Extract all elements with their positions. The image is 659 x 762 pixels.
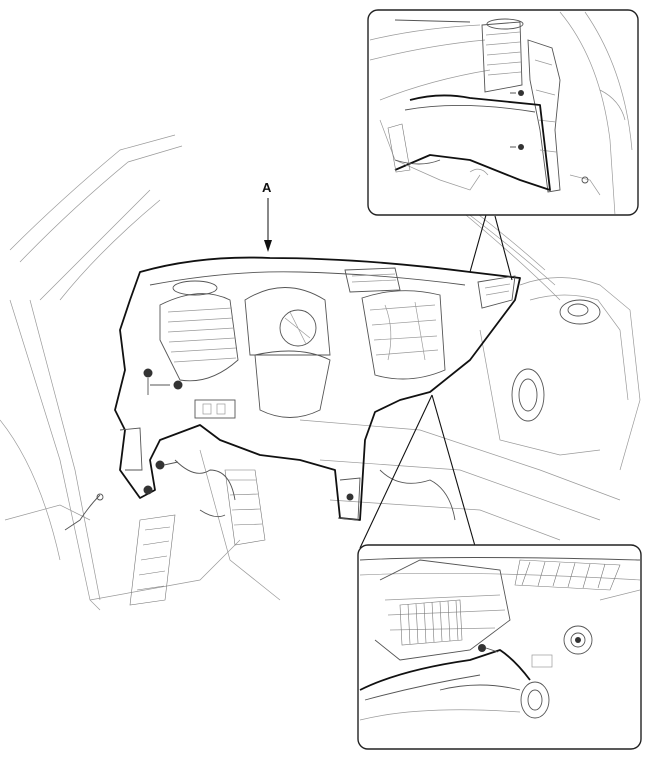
callout-label: A	[262, 180, 272, 195]
bolt-icon	[143, 368, 153, 395]
crash-pad-outline	[114, 256, 521, 521]
screw-icon	[510, 90, 524, 96]
arrow-down-icon	[264, 198, 272, 252]
bolt-icon	[155, 460, 179, 470]
car-interior-background	[0, 134, 641, 611]
bolt-icon	[478, 644, 499, 653]
detail-inset-bottom	[357, 544, 642, 750]
bolt-icon	[150, 380, 183, 390]
mounting-bolts	[143, 368, 354, 501]
bolt-icon	[346, 493, 354, 501]
bolt-icon	[143, 485, 153, 495]
callout-a: A	[262, 180, 272, 252]
screw-icon	[510, 144, 524, 150]
leader-lines	[359, 214, 513, 549]
detail-inset-top	[367, 9, 639, 216]
crash-pad-assembly	[114, 256, 521, 521]
